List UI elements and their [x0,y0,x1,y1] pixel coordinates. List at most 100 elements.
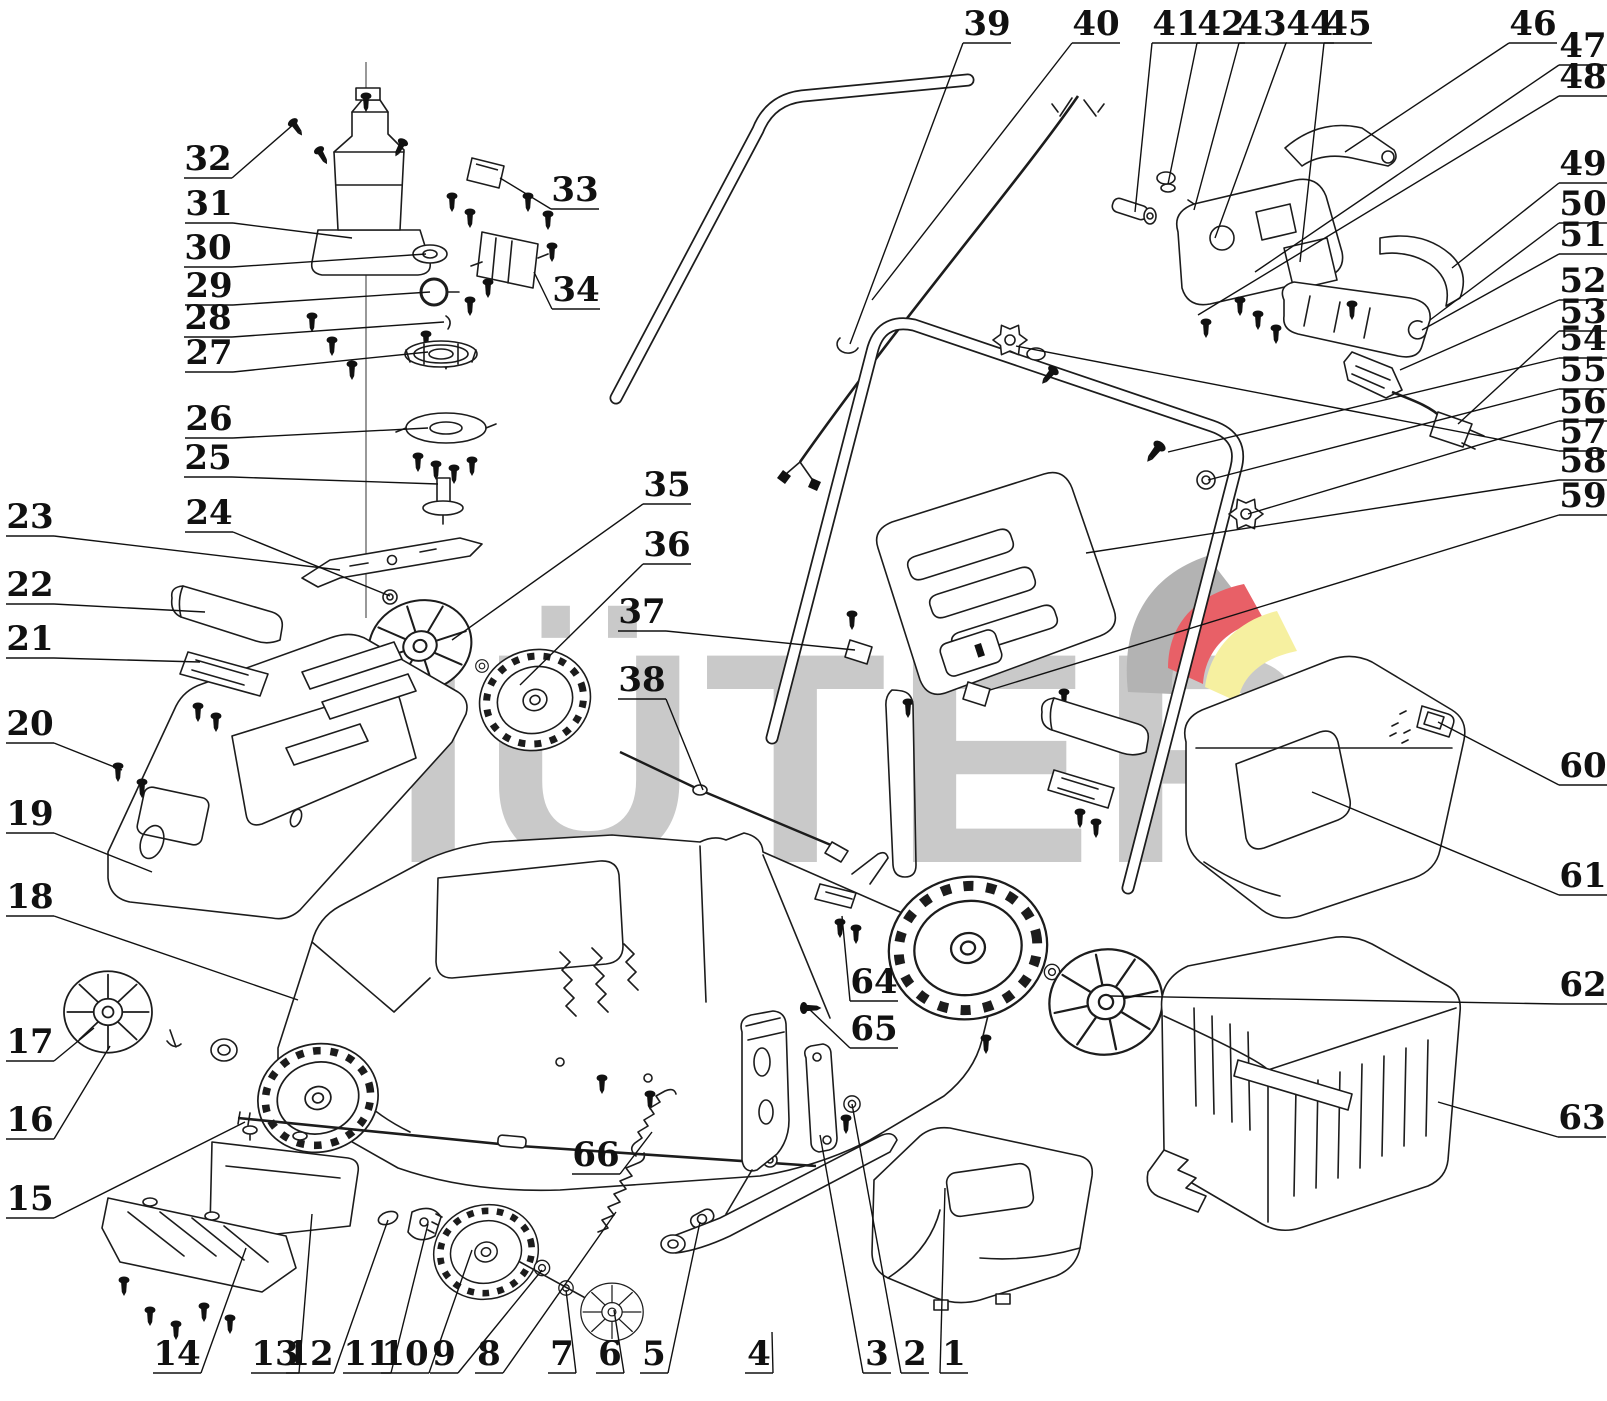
spindle-25 [422,477,464,525]
part-label-65: 65 [807,1007,898,1049]
svg-text:16: 16 [6,1100,53,1140]
part-label-16: 16 [6,1045,111,1140]
svg-text:50: 50 [1559,184,1606,224]
part-label-7: 7 [548,1289,577,1374]
part-label-23: 23 [6,497,341,571]
part-label-37: 37 [618,592,856,651]
svg-text:60: 60 [1559,746,1606,786]
clip-part-33 [466,157,505,189]
part-label-25: 25 [184,438,439,485]
svg-text:11: 11 [343,1334,390,1374]
part-label-9: 9 [430,1269,543,1374]
clip-28 [445,315,451,330]
part-label-34: 34 [533,270,600,310]
svg-text:15: 15 [6,1179,53,1219]
svg-text:49: 49 [1559,144,1606,184]
switchbox-assembly [1111,124,1485,450]
svg-text:7: 7 [550,1334,574,1374]
part-label-32: 32 [184,123,295,179]
svg-text:17: 17 [6,1022,53,1062]
part-label-54: 54 [1167,319,1607,453]
hub-cap-17 [63,970,153,1054]
part-label-11: 11 [343,1223,429,1374]
part-label-22: 22 [6,565,206,613]
bearing-washer-30 [412,244,448,264]
svg-text:40: 40 [1072,4,1119,44]
svg-text:53: 53 [1559,292,1606,332]
svg-text:23: 23 [6,497,53,537]
blade-24 [301,537,483,588]
support-bracket-13 [209,1125,360,1241]
svg-text:35: 35 [643,465,690,505]
clamp-lever-46 [1284,124,1397,167]
upper-handle-tube [609,73,975,405]
svg-text:5: 5 [642,1334,666,1374]
wheel-cap-6 [580,1282,644,1342]
ring-clip-51 [1407,320,1427,340]
part-label-42: 42 [1167,4,1245,185]
svg-text:61: 61 [1559,856,1606,896]
part-label-59: 59 [989,476,1607,691]
front-right-wheel-10 [424,1194,549,1311]
svg-text:22: 22 [6,565,53,605]
latch-clip-59 [962,681,991,707]
part-label-26: 26 [185,399,429,439]
cable-clip-39 [836,337,859,354]
bail-wire-loop [885,689,917,878]
lower-handle-tube [765,317,1244,895]
part-label-47: 47 [1254,26,1607,273]
svg-text:31: 31 [185,184,232,224]
part-label-4: 4 [745,1331,774,1374]
part-label-10: 10 [381,1249,473,1374]
fan-pulley-27 [404,340,478,368]
cotter-pin [166,1029,182,1048]
svg-text:24: 24 [185,493,232,533]
part-label-62: 62 [1109,965,1607,1005]
part-label-8: 8 [475,1211,617,1374]
lower-housing-50 [1281,281,1431,358]
part-label-38: 38 [618,660,704,791]
svg-text:59: 59 [1559,476,1606,516]
part-label-6: 6 [596,1309,625,1374]
wheel-cover-62 [1038,937,1174,1067]
part-label-18: 18 [6,877,299,1001]
adjuster-arm [660,1132,898,1254]
part-label-33: 33 [499,170,599,210]
svg-text:39: 39 [963,4,1010,44]
svg-text:20: 20 [6,704,53,744]
clip-60 [1416,705,1455,738]
part-label-63: 63 [1437,1098,1606,1138]
bolt-41 [1111,197,1157,225]
svg-text:4: 4 [747,1334,771,1374]
svg-text:46: 46 [1509,4,1556,44]
svg-text:33: 33 [551,170,598,210]
svg-text:34: 34 [552,270,599,310]
connector-block-34 [470,231,549,289]
svg-text:48: 48 [1559,57,1606,97]
part-label-41: 41 [1134,4,1200,213]
svg-text:52: 52 [1559,261,1606,301]
svg-text:13: 13 [251,1334,298,1374]
latch-clip-37 [844,639,873,665]
part-label-48: 48 [1197,57,1607,316]
part-label-29: 29 [185,266,431,306]
svg-text:43: 43 [1239,4,1286,44]
part-label-31: 31 [185,184,353,239]
part-label-13: 13 [251,1213,313,1374]
svg-text:65: 65 [850,1009,897,1049]
svg-text:51: 51 [1559,215,1606,255]
svg-text:8: 8 [477,1334,501,1374]
switch-cover-45 [1283,237,1338,291]
svg-text:47: 47 [1559,26,1606,66]
part-label-19: 19 [6,794,153,873]
front-cover-1 [871,1126,1094,1311]
part-label-51: 51 [1421,215,1607,331]
svg-text:62: 62 [1559,965,1606,1005]
engine-top-cover-58 [844,471,1117,718]
svg-text:54: 54 [1559,319,1606,359]
svg-text:64: 64 [850,962,897,1002]
svg-text:41: 41 [1152,4,1199,44]
nut-42 [1156,171,1176,185]
